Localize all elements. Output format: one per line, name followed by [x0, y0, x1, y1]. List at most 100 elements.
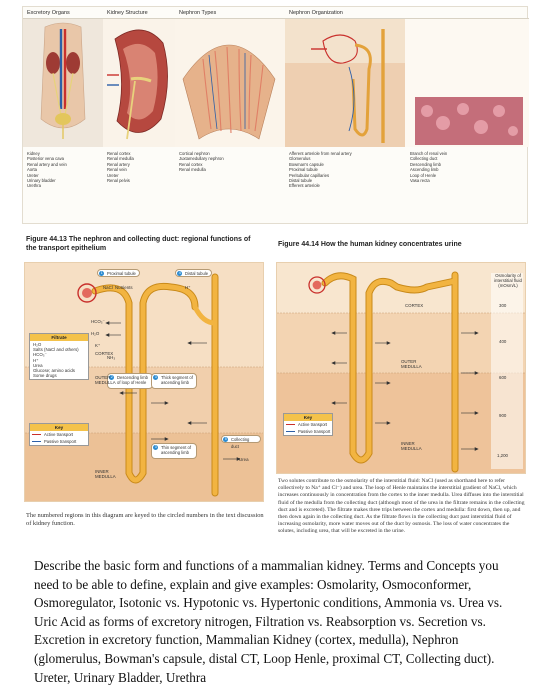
fig14-title: Figure 44.14 How the human kidney concen… — [278, 240, 526, 249]
fig14-osmolarity-label: Osmolarity of interstitial fluid (mOsm/L… — [494, 273, 522, 289]
label-renal-pelvis: Renal pelvis — [107, 178, 130, 184]
region-number: 4 — [177, 271, 183, 277]
label-renal-artery: Renal artery — [107, 161, 130, 167]
filtrate-title: Filtrate — [30, 334, 88, 341]
filtrate-item: HCO₃⁻ — [33, 352, 47, 358]
fig14-note: Two solutes contribute to the osmolarity… — [278, 478, 525, 535]
fig13-key: Key Active transport Passive transport — [29, 423, 89, 446]
label-branch-renal-vein: Branch of renal vein — [410, 151, 448, 156]
fig14-osmolarity-column — [491, 273, 523, 469]
region-number: 1 — [99, 271, 105, 277]
fig13-solute-nutrients: Nutrients — [115, 285, 133, 290]
fig13-solute-h: H⁺ — [185, 285, 191, 290]
fig14-osm-1200: 1,200 — [497, 453, 508, 458]
key-active-transport: Active transport — [284, 421, 332, 428]
fig14-tubule-path — [321, 271, 459, 473]
header-nephron-types: Nephron Types — [175, 7, 285, 19]
label-renal-vein: Renal vein — [107, 167, 127, 173]
fig14-osm-400: 400 — [499, 339, 507, 344]
renal-pelvis — [130, 76, 152, 83]
fig14-glomerulus — [308, 276, 326, 294]
region-label: Descending limb of loop of Henle — [117, 375, 148, 386]
key-title: Key — [284, 414, 332, 421]
nephron-tubules — [202, 46, 264, 134]
label-bowmans-capsule: Bowman's capsule — [289, 161, 324, 167]
label-renal-vessels: Renal artery and vein — [27, 161, 67, 167]
label-afferent-arteriole: Afferent arteriole from renal artery — [289, 151, 352, 156]
region-number: 5 — [223, 437, 229, 443]
fig13-zone-inner-medulla: INNER MEDULLA — [95, 469, 116, 480]
right-ureter — [64, 72, 74, 116]
filtrate-item: Some drugs — [33, 373, 57, 379]
label-glomerulus: Glomerulus — [289, 156, 311, 162]
key-passive-transport: Passive transport — [284, 428, 332, 435]
fig13-title-text: The nephron and collecting duct: regiona… — [26, 236, 251, 252]
header-nephron-organization: Nephron Organization — [285, 7, 529, 19]
fig13-note: The numbered regions in this diagram are… — [26, 512, 264, 527]
fig13-solute-nh3: NH₃ — [107, 355, 116, 360]
caption-kidney-structure: Renal cortex Renal medulla Renal artery … — [107, 151, 173, 183]
region-label: Collecting duct — [231, 437, 250, 449]
study-prompt-paragraph: Describe the basic form and functions of… — [34, 558, 503, 685]
caption-excretory-organs: Kidney Posterior vena cava Renal artery … — [27, 151, 101, 189]
key-label: Passive transport — [298, 429, 331, 434]
left-kidney — [46, 52, 60, 74]
fig14-concentration-panel: Osmolarity of interstitial fluid (mOsm/L… — [276, 262, 526, 474]
fig13-solute-k: K⁺ — [95, 343, 101, 348]
fig13-title: Figure 44.13 The nephron and collecting … — [26, 235, 262, 253]
caption-nephron-types: Cortical nephron Juxtamedullary nephron … — [179, 151, 283, 173]
label-kidney: Kidney — [27, 151, 40, 156]
label-aorta: Aorta — [27, 167, 38, 173]
fig14-key: Key Active transport Passive transport — [283, 413, 333, 436]
label-distal-tubule: Distal tubule — [289, 178, 313, 184]
fig14-number: Figure 44.14 — [278, 241, 319, 248]
label-ascending-limb: Ascending limb — [410, 167, 439, 173]
label-efferent-arteriole: Efferent arteriole — [289, 183, 320, 189]
key-passive-transport: Passive transport — [30, 438, 88, 445]
region-number: 2 — [109, 375, 115, 381]
right-kidney — [66, 52, 80, 74]
region-label: Thick segment of ascending limb — [161, 375, 193, 386]
filtrate-item: H₂O — [33, 342, 42, 347]
fig13-solute-hco3: HCO₃⁻ — [91, 319, 105, 324]
fig14-title-text: How the human kidney concentrates urine — [320, 241, 462, 248]
label-ureter: Ureter — [27, 172, 39, 178]
label-renal-medulla: Renal medulla — [107, 156, 134, 162]
label-kidney-ureter: Ureter — [107, 172, 119, 178]
left-ureter — [52, 72, 62, 116]
label-juxtamedullary-nephron: Juxtamedullary nephron — [179, 156, 224, 162]
key-label: Active transport — [298, 422, 328, 427]
region-label: Proximal tubule — [107, 271, 136, 276]
region-label: Thin segment of ascending limb — [161, 445, 192, 456]
fig13-number: Figure 44.13 — [26, 236, 67, 243]
label-bladder: Urinary bladder — [27, 178, 56, 184]
key-label: Passive transport — [44, 439, 77, 444]
label-renal-cortex: Renal cortex — [107, 151, 131, 156]
label-vena-cava: Posterior vena cava — [27, 156, 65, 162]
label-urethra: Urethra — [27, 183, 41, 189]
filtrate-item: Salts (NaCl and others) — [33, 347, 79, 353]
fig13-solute-nacl: NaCl — [103, 285, 113, 290]
region-number: 3 — [153, 445, 159, 451]
fig14-zone-inner-medulla: INNER MEDULLA — [401, 441, 422, 452]
glomerulus — [322, 34, 358, 64]
fig13-zone-cortex: CORTEX — [95, 351, 114, 356]
header-excretory-organs: Excretory Organs — [23, 7, 103, 19]
label-nephron-cortex: Renal cortex — [179, 161, 203, 167]
kidney-ureter — [126, 80, 136, 140]
key-active-transport: Active transport — [30, 431, 88, 438]
bladder — [55, 113, 71, 125]
filtrate-list: H₂O Salts (NaCl and others) HCO₃⁻ H⁺ Ure… — [30, 341, 88, 379]
fig14-osm-300: 300 — [499, 303, 507, 308]
label-nephron-medulla: Renal medulla — [179, 167, 206, 173]
fig13-filtrate-box: Filtrate H₂O Salts (NaCl and others) HCO… — [29, 333, 89, 381]
label-peritubular-capillaries: Peritubular capillaries — [289, 172, 330, 178]
excretory-overview-figure: Excretory Organs Kidney Structure Nephro… — [22, 6, 529, 224]
fig13-solute-urea: Urea — [239, 457, 249, 462]
filtrate-item: Glucose; amino acids — [33, 368, 75, 374]
filtrate-item: Urea — [33, 362, 43, 368]
fig13-glomerulus — [77, 283, 97, 303]
